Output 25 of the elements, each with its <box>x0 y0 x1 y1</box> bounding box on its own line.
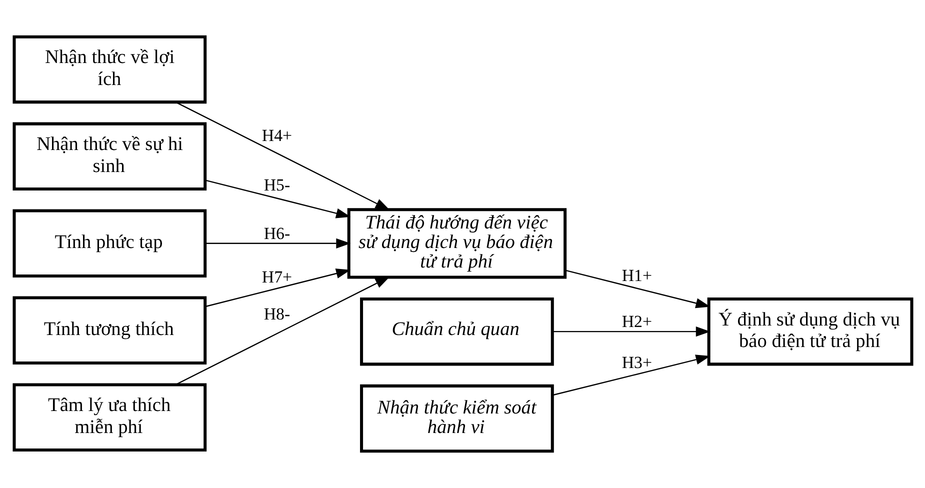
node-box: Nhận thức kiểm soát hành vi <box>360 384 554 453</box>
arrow <box>204 180 350 218</box>
arrow <box>204 268 350 308</box>
node-box: Nhận thức về lợi ích <box>12 35 206 104</box>
node-box: Ý định sử dụng dịch vụ báo điện tử trả phí <box>706 297 913 366</box>
node-box: Chuẩn chủ quan <box>360 297 554 366</box>
node-box: Thái độ hướng đến việc sử dụng dịch vụ báo điện tử trả phí <box>346 208 566 279</box>
edge-label: H6- <box>263 224 290 243</box>
edge-label: H8- <box>263 304 290 324</box>
arrow <box>552 354 710 396</box>
node-box: Tính tương thích <box>12 296 206 364</box>
arrow <box>174 276 390 386</box>
arrow <box>552 326 710 337</box>
edge-label: H4+ <box>261 126 292 145</box>
edge-label: H1+ <box>621 266 652 286</box>
node-box: Nhận thức về sự hi sinh <box>12 122 206 191</box>
edge-label: H3+ <box>621 353 652 372</box>
arrow <box>564 270 710 308</box>
arrow <box>204 238 350 248</box>
node-box: Tính phức tạp <box>12 209 206 278</box>
edge-label: H5- <box>263 175 290 194</box>
node-box: Tâm lý ưa thích miễn phí <box>12 383 206 452</box>
arrow <box>174 102 390 210</box>
edge-label: H2+ <box>621 312 652 331</box>
edge-label: H7+ <box>261 267 292 286</box>
